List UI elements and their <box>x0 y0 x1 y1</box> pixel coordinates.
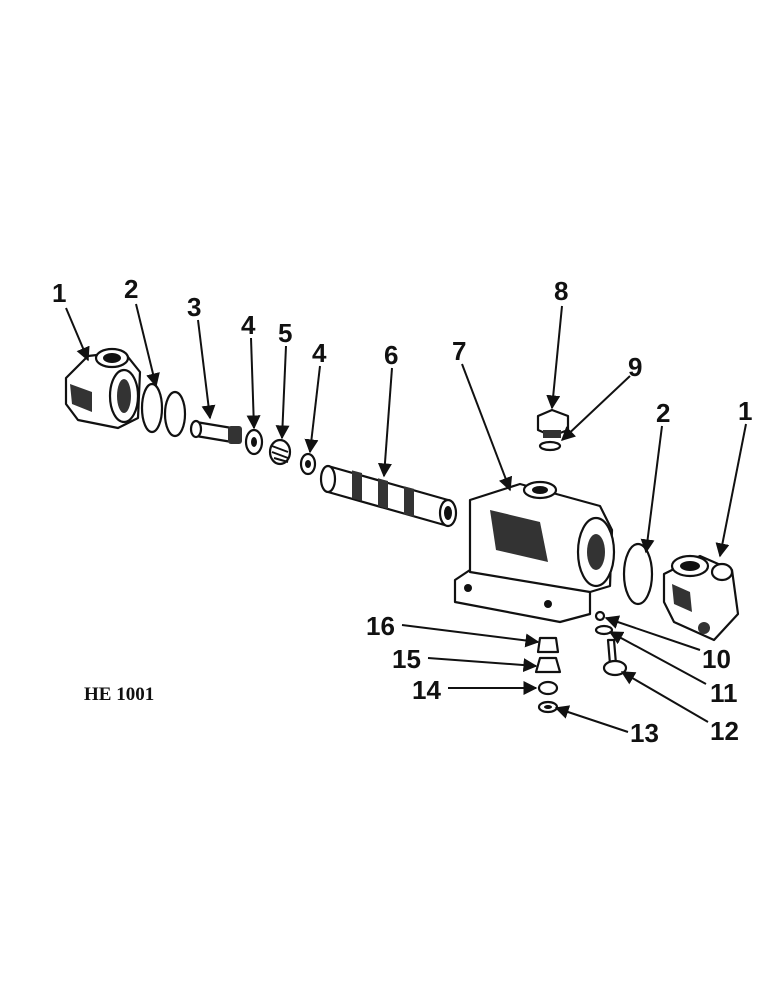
leader-lines <box>65 303 747 733</box>
callout-4-left: 4 <box>241 310 256 340</box>
callout-4-right: 4 <box>312 338 327 368</box>
part-16-cap <box>536 636 560 654</box>
part-12-adjusting-screw <box>602 638 628 677</box>
part-10-ball <box>594 610 606 622</box>
part-14-spring-seat <box>537 680 559 696</box>
callout-13: 13 <box>630 718 659 748</box>
part-1-left-end-cover <box>64 347 142 430</box>
part-4-left-washer <box>244 428 264 456</box>
callout-5: 5 <box>278 318 292 348</box>
part-3-plunger <box>189 419 242 444</box>
part-8-plug <box>536 408 570 438</box>
figure-code: HE 1001 <box>84 684 154 705</box>
part-7-valve-body <box>453 480 616 624</box>
callout-8: 8 <box>554 276 568 306</box>
part-6-spool <box>319 464 458 528</box>
callout-2-right: 2 <box>656 398 670 428</box>
part-15-sleeve <box>534 656 562 674</box>
callout-1-left: 1 <box>52 278 66 308</box>
callout-16: 16 <box>366 611 395 641</box>
callout-11: 11 <box>710 678 738 708</box>
callout-2-left: 2 <box>124 274 138 304</box>
callout-9: 9 <box>628 352 642 382</box>
callout-3: 3 <box>187 292 201 322</box>
callout-7: 7 <box>452 336 466 366</box>
part-5-spring <box>268 438 292 466</box>
callout-6: 6 <box>384 340 398 370</box>
callout-15: 15 <box>392 644 421 674</box>
part-1-right-end-cover <box>662 554 740 642</box>
part-2-right-o-ring <box>622 542 654 606</box>
callout-10: 10 <box>702 644 731 674</box>
part-2-left-o-rings <box>140 382 187 438</box>
part-4-right-washer <box>299 452 317 476</box>
callout-1-right: 1 <box>738 396 752 426</box>
callout-12: 12 <box>710 716 739 746</box>
part-13-washer <box>537 700 559 714</box>
part-9-seal <box>538 440 562 452</box>
callout-14: 14 <box>412 675 441 705</box>
